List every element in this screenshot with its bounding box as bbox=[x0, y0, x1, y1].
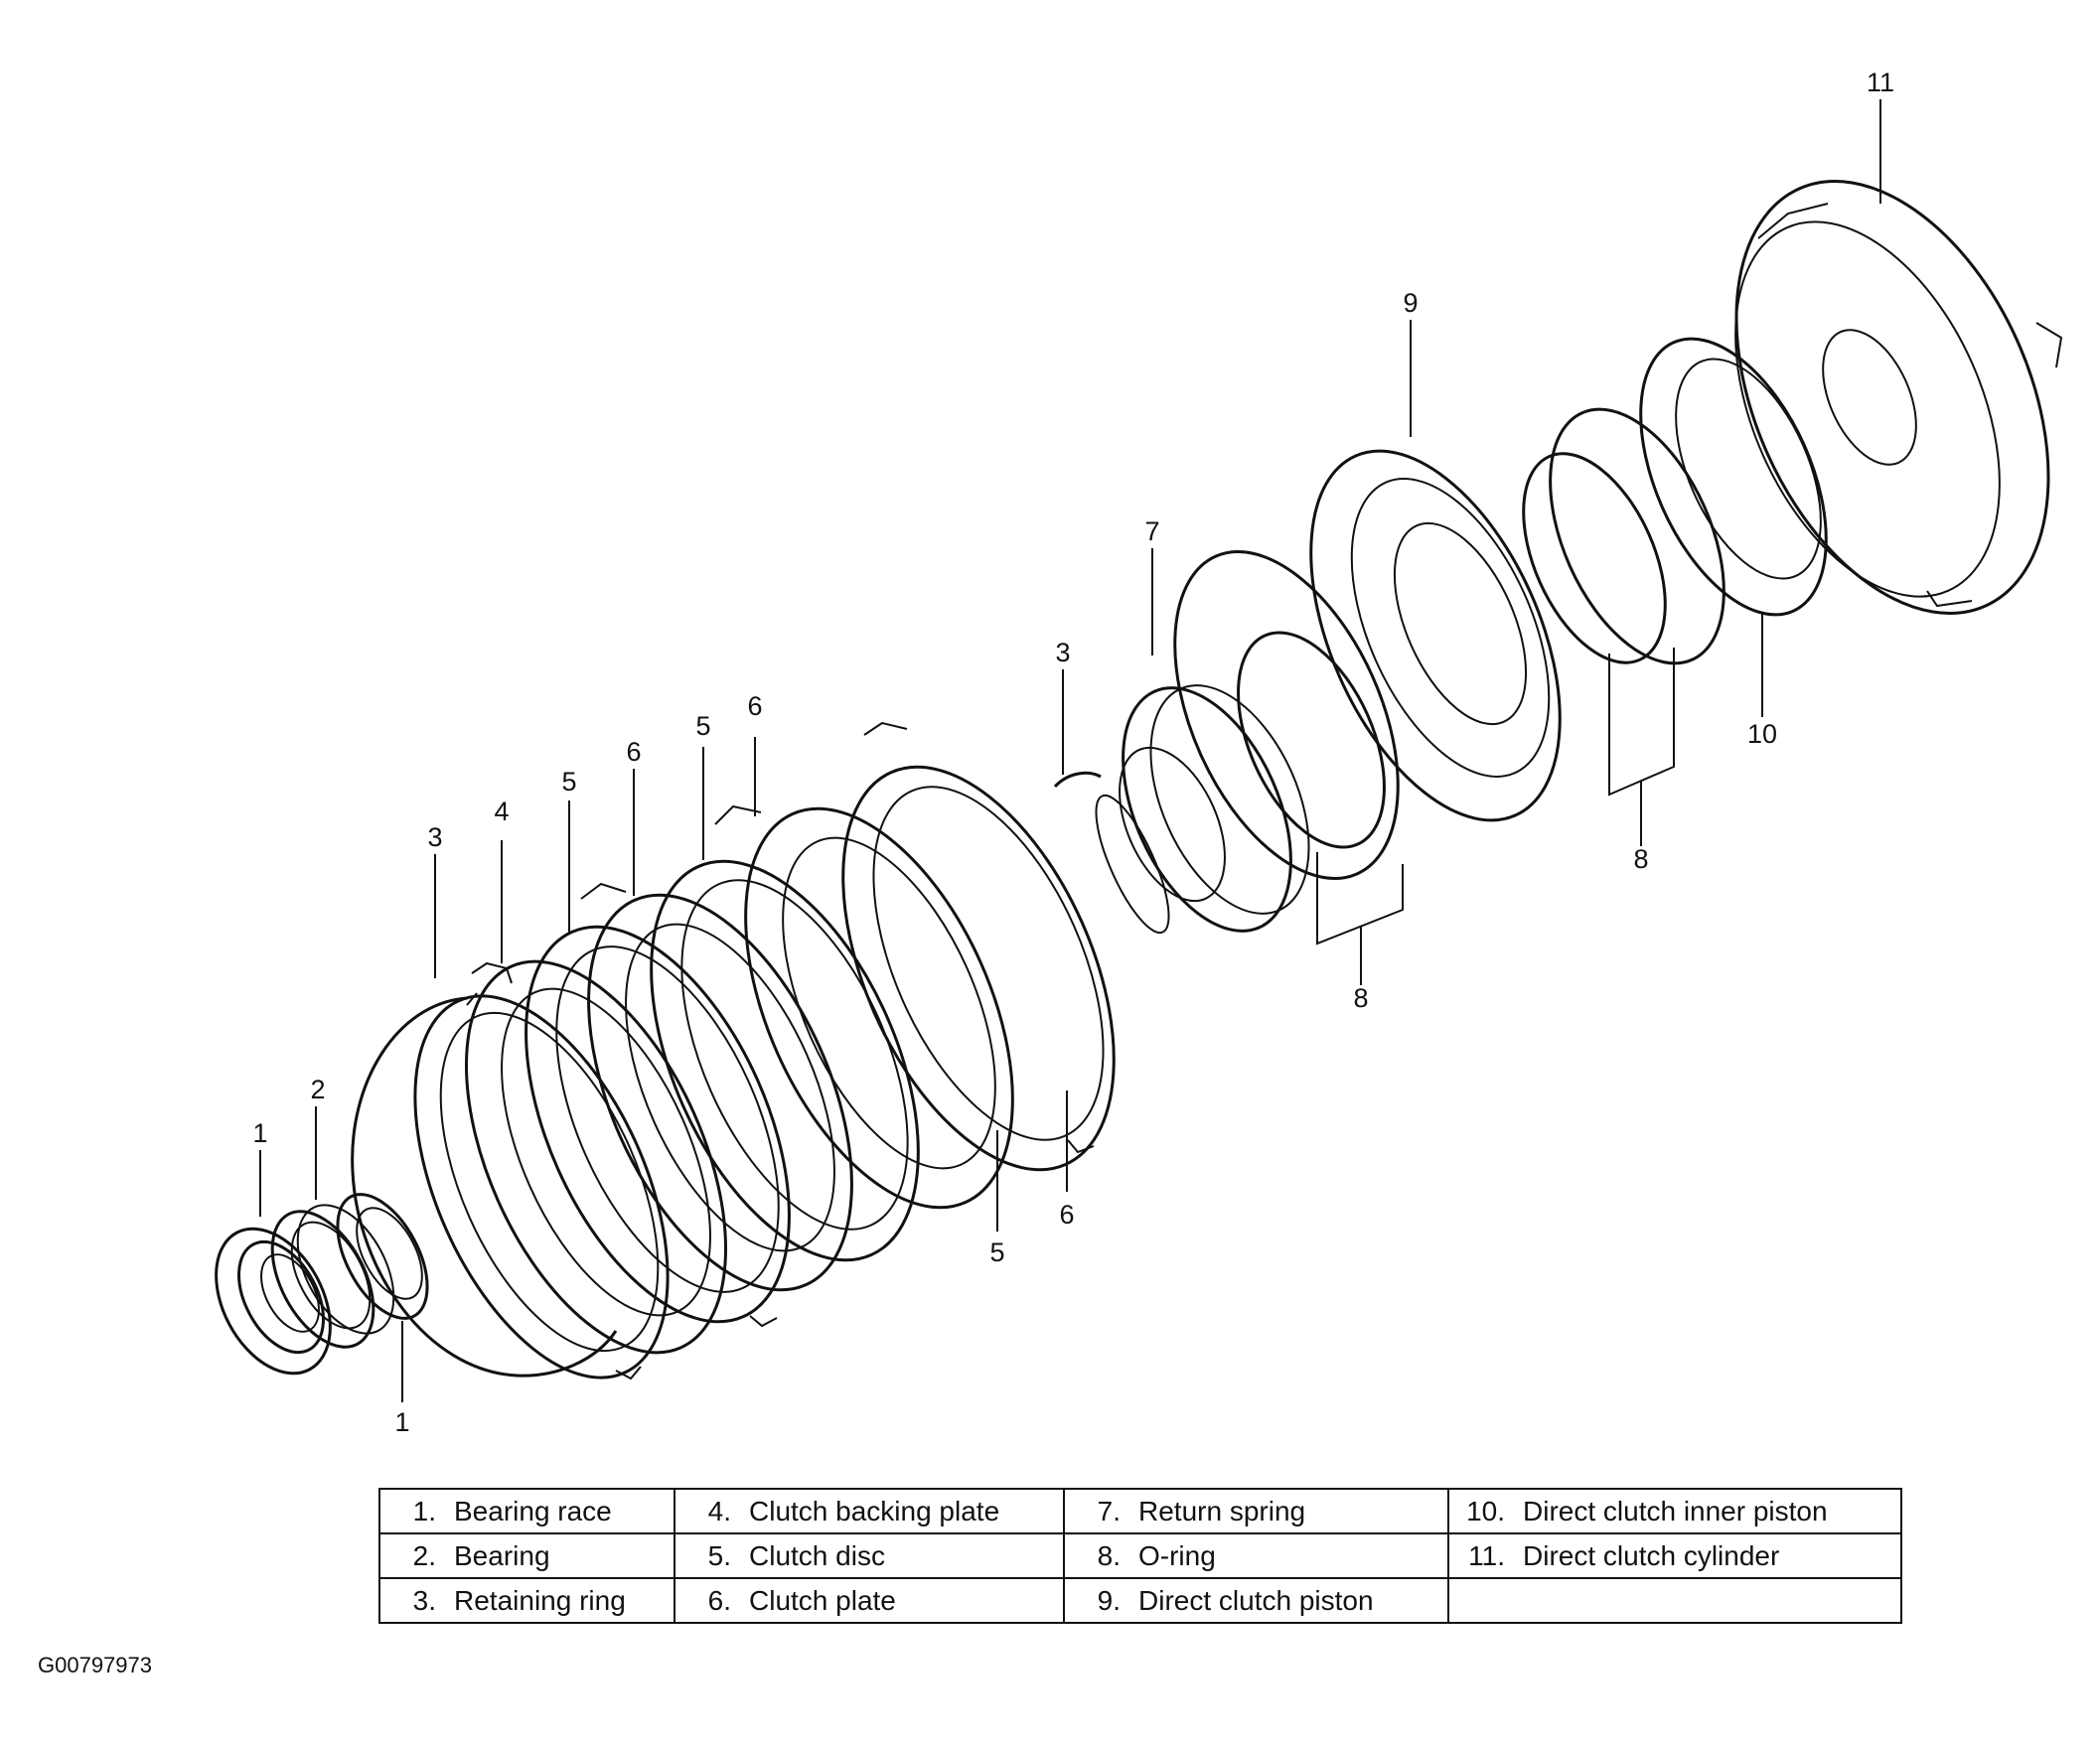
figure-id: G00797973 bbox=[38, 1653, 152, 1677]
direct-clutch-inner-piston bbox=[1639, 337, 1828, 617]
legend-row: 3. Retaining ring 6. Clutch plate 9. Direct… bbox=[378, 1577, 1902, 1624]
legend-label: O-ring bbox=[1138, 1539, 1216, 1571]
legend-cell-empty bbox=[1447, 1577, 1902, 1624]
callout-plate-a: 6 bbox=[626, 737, 641, 767]
legend-number: 10. bbox=[1466, 1495, 1505, 1526]
legend-cell: 4. Clutch backing plate bbox=[674, 1488, 1065, 1534]
legend-number: 7. bbox=[1097, 1495, 1121, 1526]
legend-label: Direct clutch piston bbox=[1138, 1584, 1374, 1616]
callout-backing-plate: 4 bbox=[494, 797, 509, 826]
callout-return-spring: 7 bbox=[1144, 516, 1159, 546]
legend-cell: 2. Bearing bbox=[378, 1532, 675, 1579]
callout-disc-c: 5 bbox=[989, 1237, 1004, 1267]
legend-label: Clutch disc bbox=[749, 1539, 885, 1571]
legend-label: Clutch plate bbox=[749, 1584, 896, 1616]
legend-cell: 1. Bearing race bbox=[378, 1488, 675, 1534]
legend-label: Return spring bbox=[1138, 1495, 1306, 1526]
callout-bearing-race-rear: 1 bbox=[394, 1407, 409, 1437]
bearing-race-rear bbox=[336, 1193, 429, 1320]
callout-inner-piston: 10 bbox=[1747, 719, 1777, 749]
legend-cell: 5. Clutch disc bbox=[674, 1532, 1065, 1579]
legend-cell: 7. Return spring bbox=[1063, 1488, 1449, 1534]
legend-cell: 6. Clutch plate bbox=[674, 1577, 1065, 1624]
return-spring bbox=[1119, 684, 1310, 933]
legend-label: Bearing race bbox=[454, 1495, 612, 1526]
callout-piston: 9 bbox=[1403, 288, 1418, 318]
o-ring-inner-group bbox=[1173, 550, 1400, 880]
legend-number: 8. bbox=[1097, 1539, 1121, 1571]
legend-label: Clutch backing plate bbox=[749, 1495, 1000, 1526]
leader-lines bbox=[259, 99, 1881, 1402]
legend-row: 2. Bearing 5. Clutch disc 8. O-ring 11. Dire… bbox=[378, 1532, 1902, 1579]
direct-clutch-cylinder bbox=[1734, 180, 2063, 615]
legend-label: Bearing bbox=[454, 1539, 550, 1571]
callout-cylinder: 11 bbox=[1867, 68, 1894, 97]
clutch-disc-3 bbox=[744, 806, 1014, 1210]
legend-number: 11. bbox=[1468, 1539, 1505, 1571]
legend-number: 9. bbox=[1097, 1584, 1121, 1616]
legend-number: 3. bbox=[412, 1584, 436, 1616]
retaining-ring-mid bbox=[1053, 771, 1170, 935]
callout-o-ring-inner: 8 bbox=[1353, 983, 1368, 1013]
legend-label: Direct clutch cylinder bbox=[1523, 1539, 1780, 1571]
direct-clutch-piston bbox=[1309, 449, 1562, 822]
callout-disc-a: 5 bbox=[561, 767, 576, 797]
callout-bearing-race-front: 1 bbox=[252, 1118, 267, 1148]
callout-bearing: 2 bbox=[310, 1075, 325, 1104]
legend-number: 6. bbox=[707, 1584, 731, 1616]
legend-cell: 8. O-ring bbox=[1063, 1532, 1449, 1579]
legend-number: 5. bbox=[707, 1539, 731, 1571]
legend-number: 2. bbox=[412, 1539, 436, 1571]
callout-plate-c: 6 bbox=[1059, 1200, 1074, 1230]
legend-cell: 9. Direct clutch piston bbox=[1063, 1577, 1449, 1624]
callout-disc-b: 5 bbox=[695, 711, 710, 741]
callout-retaining-ring-mid: 3 bbox=[1055, 638, 1070, 667]
parts-legend-table: 1. Bearing race 4. Clutch backing plate 7.… bbox=[378, 1488, 1902, 1624]
exploded-view-diagram: 1 2 1 3 4 5 6 5 6 5 6 3 7 8 9 8 10 11 bbox=[215, 68, 2063, 1437]
legend-number: 1. bbox=[412, 1495, 436, 1526]
legend-number: 4. bbox=[707, 1495, 731, 1526]
clutch-plate-2 bbox=[650, 804, 920, 1262]
o-ring-outer-group bbox=[1522, 407, 1725, 665]
callout-o-ring-outer: 8 bbox=[1633, 844, 1648, 874]
callout-retaining-ring-front: 3 bbox=[427, 822, 442, 852]
bearing bbox=[270, 1204, 395, 1349]
clutch-plate-3 bbox=[841, 721, 1116, 1172]
legend-cell: 3. Retaining ring bbox=[378, 1577, 675, 1624]
callout-plate-b: 6 bbox=[747, 691, 762, 721]
clutch-backing-plate bbox=[413, 961, 670, 1381]
legend-cell: 11. Direct clutch cylinder bbox=[1447, 1532, 1902, 1579]
legend-label: Direct clutch inner piston bbox=[1523, 1495, 1828, 1526]
legend-cell: 10. Direct clutch inner piston bbox=[1447, 1488, 1902, 1534]
clutch-plate-1 bbox=[525, 882, 791, 1328]
legend-row: 1. Bearing race 4. Clutch backing plate 7.… bbox=[378, 1488, 1902, 1534]
legend-label: Retaining ring bbox=[454, 1584, 626, 1616]
